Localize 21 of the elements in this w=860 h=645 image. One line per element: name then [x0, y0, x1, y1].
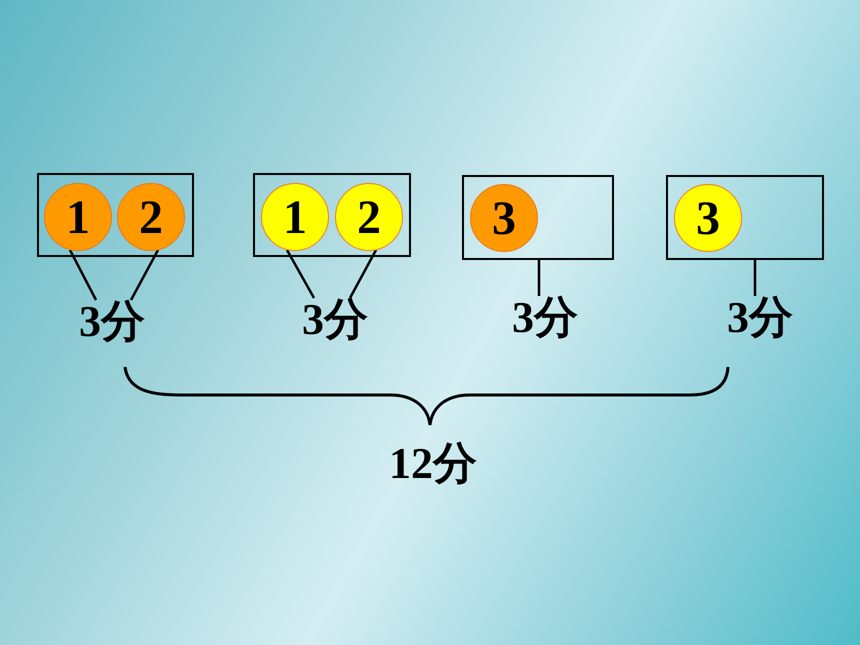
- number-circle: 3: [674, 184, 742, 252]
- leader-line: [348, 249, 378, 299]
- number-circle: 1: [261, 183, 329, 251]
- total-time-label: 12分: [388, 442, 478, 486]
- number-circle: 3: [470, 184, 538, 252]
- pan-box: [253, 173, 411, 257]
- time-label: 3分: [718, 296, 802, 346]
- leader-line: [130, 249, 160, 301]
- pan-box: [462, 175, 614, 260]
- time-label: 3分: [293, 298, 377, 348]
- number-circle: 1: [44, 183, 112, 251]
- time-label: 3分: [503, 296, 587, 346]
- leader-line: [538, 260, 540, 296]
- leader-line: [754, 260, 756, 296]
- time-label: 3分: [70, 300, 154, 350]
- number-circle: 2: [117, 183, 185, 251]
- pan-box: [666, 175, 824, 260]
- leader-line: [286, 249, 316, 299]
- leader-line: [68, 249, 98, 301]
- number-circle: 2: [335, 183, 403, 251]
- pan-box: [37, 173, 194, 257]
